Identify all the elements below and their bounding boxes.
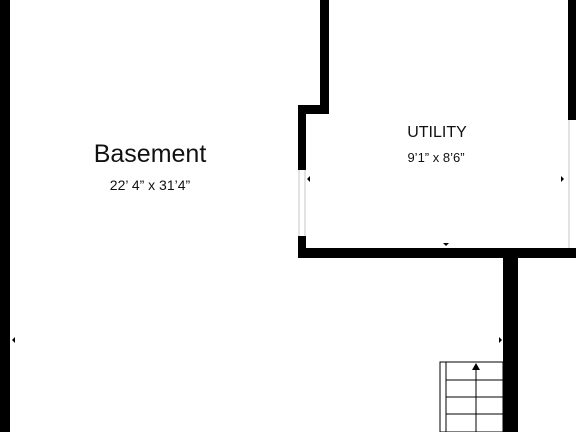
wall-utility-west-upper xyxy=(320,0,329,114)
wall-utility-east-top xyxy=(568,0,576,120)
wall-utility-west-lower-upper xyxy=(298,105,306,170)
basement-dimensions: 22’ 4” x 31’4” xyxy=(110,177,191,193)
door-marker-icon xyxy=(561,176,564,182)
wall-closet-west xyxy=(503,248,514,432)
door-marker-icon xyxy=(12,337,15,343)
door-marker-icon xyxy=(499,337,502,343)
wall-closet-east xyxy=(514,258,518,432)
stairs xyxy=(439,361,504,432)
openings xyxy=(298,120,570,248)
utility-dimensions: 9’1” x 8’6” xyxy=(407,150,464,165)
door-marker-icon xyxy=(307,176,310,182)
door-marker-icon xyxy=(443,243,449,246)
wall-utility-south xyxy=(298,248,576,258)
wall-utility-west-lower xyxy=(298,236,306,258)
stair-arrow-icon xyxy=(472,363,480,370)
basement-name: Basement xyxy=(94,140,207,168)
utility-name: UTILITY xyxy=(407,124,467,141)
door-markers xyxy=(12,176,564,343)
wall-left xyxy=(0,0,10,432)
wall-utility-top-notch xyxy=(298,105,329,114)
